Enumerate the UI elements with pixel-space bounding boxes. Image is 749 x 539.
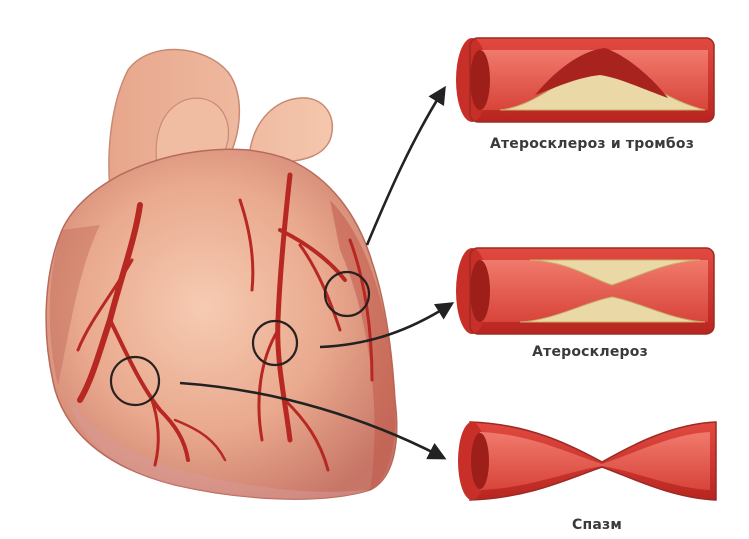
vessel-spasm: [458, 422, 716, 500]
label-atherosclerosis-thrombosis: Атеросклероз и тромбоз: [490, 136, 694, 152]
arrow-to-thrombosis: [367, 92, 442, 245]
heart: [46, 50, 397, 500]
label-spasm: Спазм: [572, 517, 622, 533]
vessel-thrombosis: [456, 38, 714, 122]
vessel-atherosclerosis: [456, 248, 714, 334]
label-atherosclerosis: Атеросклероз: [532, 344, 648, 360]
